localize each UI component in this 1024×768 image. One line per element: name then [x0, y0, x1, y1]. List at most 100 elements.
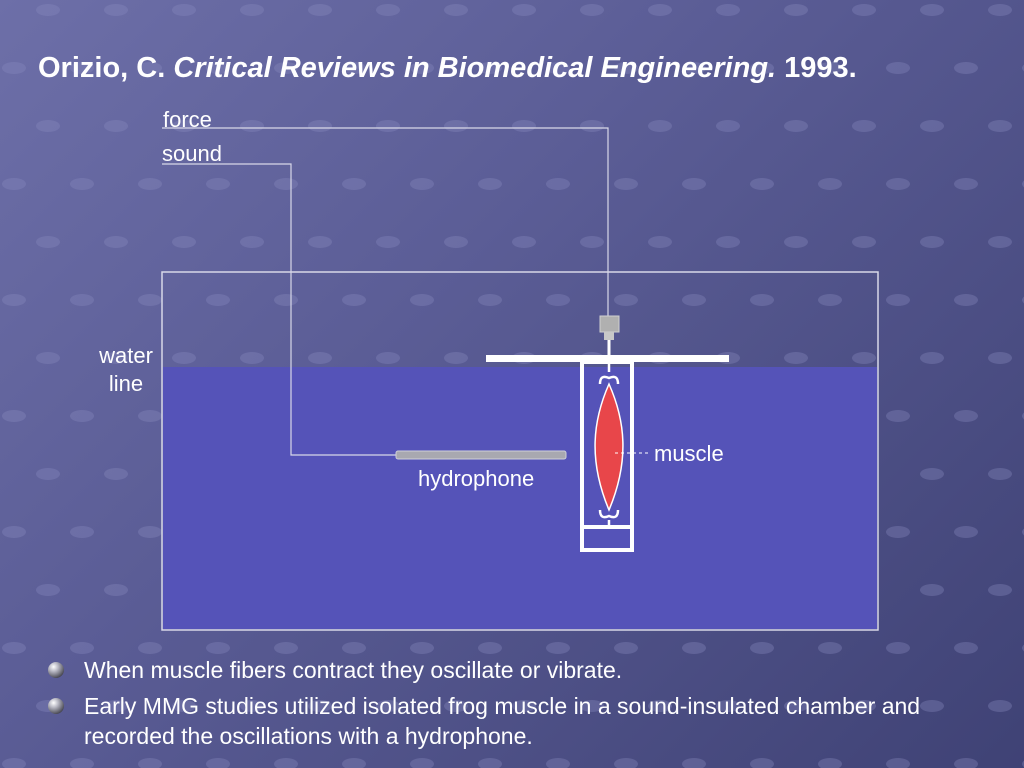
background-dot [240, 120, 264, 132]
background-dot [36, 468, 60, 480]
background-dot [988, 236, 1012, 248]
background-dot [920, 352, 944, 364]
background-dot [70, 178, 94, 190]
background-dot [716, 700, 740, 712]
background-dot [750, 62, 774, 74]
background-dot [240, 236, 264, 248]
background-dot [274, 294, 298, 306]
background-dot [2, 758, 26, 768]
background-dot [954, 758, 978, 768]
background-dot [36, 352, 60, 364]
background-dot [410, 178, 434, 190]
background-dot [410, 294, 434, 306]
background-dot [138, 178, 162, 190]
background-dot [546, 294, 570, 306]
background-dot [682, 642, 706, 654]
background-dot [920, 4, 944, 16]
background-dot [614, 642, 638, 654]
background-dot [342, 642, 366, 654]
background-dot [512, 4, 536, 16]
title-year: 1993. [784, 52, 857, 84]
background-dot [36, 120, 60, 132]
background-dot [478, 178, 502, 190]
background-dot [648, 4, 672, 16]
water-line-label: water line [92, 342, 160, 397]
background-dot [240, 4, 264, 16]
background-dot [104, 236, 128, 248]
background-dot [818, 758, 842, 768]
background-dot [750, 294, 774, 306]
background-dot [852, 352, 876, 364]
muscle-chamber [580, 360, 634, 552]
background-dot [104, 352, 128, 364]
background-dot [512, 120, 536, 132]
background-dot [206, 642, 230, 654]
background-dot [172, 236, 196, 248]
background-dot [444, 700, 468, 712]
title-journal: Critical Reviews in Biomedical Engineeri… [173, 52, 777, 84]
background-dot [988, 700, 1012, 712]
background-dot [2, 294, 26, 306]
background-dot [716, 4, 740, 16]
bottom-hook [598, 509, 620, 527]
background-dot [954, 642, 978, 654]
background-dot [580, 236, 604, 248]
bullet-list: When muscle fibers contract they oscilla… [46, 655, 976, 757]
background-dot [104, 584, 128, 596]
background-dot [886, 526, 910, 538]
background-dot [410, 758, 434, 768]
background-dot [444, 120, 468, 132]
background-dot [206, 758, 230, 768]
background-dot [648, 120, 672, 132]
background-dot [784, 120, 808, 132]
water-body [163, 367, 877, 629]
background-dot [138, 642, 162, 654]
background-dot [274, 642, 298, 654]
background-dot [172, 700, 196, 712]
background-dot [852, 120, 876, 132]
background-dot [444, 352, 468, 364]
top-hook [598, 362, 620, 385]
background-dot [444, 236, 468, 248]
background-dot [274, 758, 298, 768]
background-dot [104, 468, 128, 480]
bullet-item: When muscle fibers contract they oscilla… [46, 655, 976, 685]
bullet-text: When muscle fibers contract they oscilla… [84, 657, 623, 683]
background-dot [342, 758, 366, 768]
hydrophone-device [395, 450, 567, 460]
background-dot [138, 758, 162, 768]
background-dot [478, 294, 502, 306]
hydrophone-label: hydrophone [418, 466, 535, 491]
background-dot [750, 642, 774, 654]
background-dot [580, 700, 604, 712]
background-dot [614, 758, 638, 768]
background-dot [546, 178, 570, 190]
background-dot [784, 4, 808, 16]
background-dot [172, 120, 196, 132]
background-dot [2, 526, 26, 538]
background-dot [70, 642, 94, 654]
background-dot [512, 700, 536, 712]
background-dot [546, 758, 570, 768]
support-bar [486, 355, 729, 362]
background-dot [852, 4, 876, 16]
background-dot [614, 62, 638, 74]
background-dot [954, 178, 978, 190]
background-dot [376, 700, 400, 712]
background-dot [70, 410, 94, 422]
background-dot [206, 178, 230, 190]
background-dot [580, 4, 604, 16]
background-dot [682, 758, 706, 768]
background-dot [920, 468, 944, 480]
background-dot [886, 758, 910, 768]
background-dot [138, 62, 162, 74]
background-dot [478, 758, 502, 768]
bullet-item: Early MMG studies utilized isolated frog… [46, 691, 976, 751]
force-label: force [163, 107, 212, 132]
background-dot [886, 642, 910, 654]
background-dot [988, 120, 1012, 132]
sound-wire [162, 163, 398, 456]
background-dot [954, 294, 978, 306]
muscle-label: muscle [654, 441, 724, 466]
